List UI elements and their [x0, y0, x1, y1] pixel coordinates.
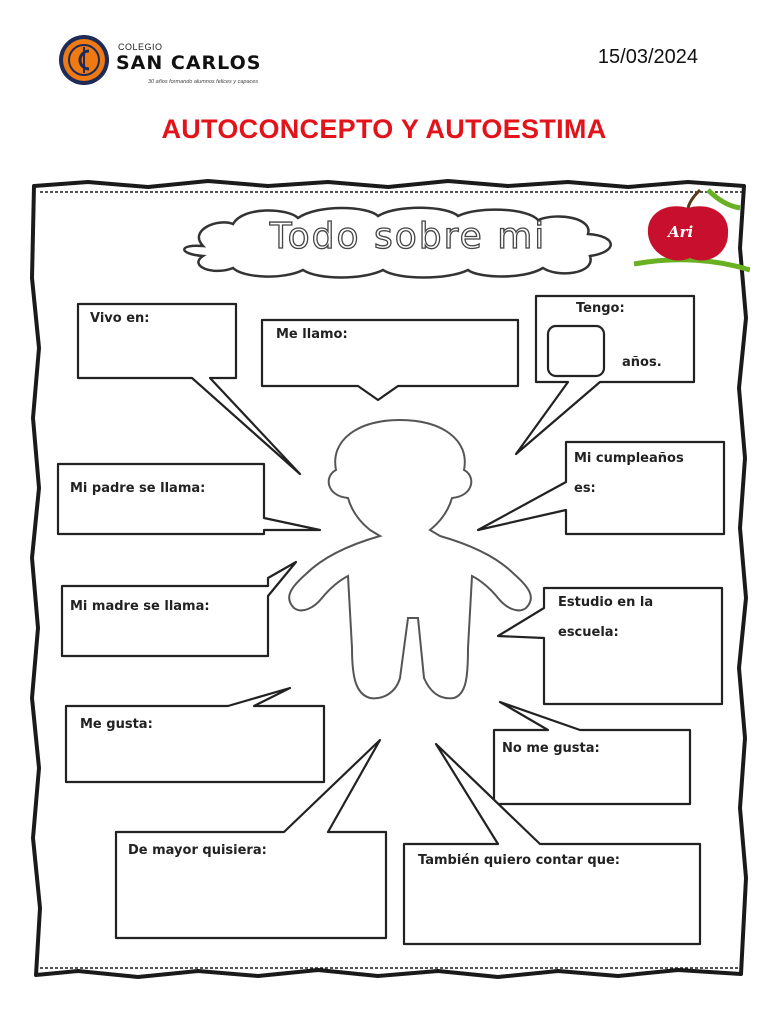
- badge-text: Ari: [668, 223, 694, 241]
- school-emblem-icon: [59, 35, 109, 85]
- bubble-estudio: [496, 586, 724, 706]
- prompt-tambien: También quiero contar que:: [418, 853, 620, 868]
- school-tagline: 30 años formando alumnos felices y capac…: [148, 79, 259, 85]
- school-name: SAN CARLOS: [116, 52, 262, 74]
- bubble-cumpleanos: [476, 440, 726, 536]
- bubble-tengo: [514, 294, 696, 456]
- prompt-cumpleanos-line1: Mi cumpleaños: [574, 451, 684, 466]
- prompt-madre: Mi madre se llama:: [70, 599, 210, 614]
- apple-logo-icon: [633, 188, 750, 273]
- title-cloud: [183, 206, 612, 279]
- worksheet-drawing: [30, 179, 750, 979]
- school-label-small: COLEGIO: [118, 42, 163, 52]
- prompt-cumpleanos-line2: es:: [574, 481, 596, 496]
- prompt-me-llamo: Me llamo:: [276, 327, 348, 342]
- prompt-estudio-line2: escuela:: [558, 625, 619, 640]
- page-title: AUTOCONCEPTO Y AUTOESTIMA: [161, 114, 607, 144]
- prompt-anos: años.: [622, 355, 662, 370]
- bubble-padre: [56, 462, 322, 536]
- prompt-tengo: Tengo:: [576, 301, 625, 316]
- bubble-vivo-en: [76, 302, 302, 476]
- prompt-mayor: De mayor quisiera:: [128, 843, 267, 858]
- prompt-padre: Mi padre se llama:: [70, 481, 206, 496]
- bubble-no-me-gusta: [492, 700, 692, 806]
- bubble-tambien: [402, 742, 702, 946]
- worksheet-title: Todo sobre mi: [269, 215, 547, 257]
- worksheet: Todo sobre mi Ari Vivo en: Me llamo: Ten…: [28, 178, 750, 980]
- age-input-box: [546, 324, 606, 378]
- document-date: 15/03/2024: [597, 46, 698, 68]
- worksheet-border: [30, 179, 748, 979]
- prompt-estudio-line1: Estudio en la: [558, 595, 654, 610]
- prompt-me-gusta: Me gusta:: [80, 717, 153, 732]
- bubble-me-gusta: [64, 686, 326, 784]
- bubble-madre: [60, 560, 298, 658]
- child-outline: [288, 418, 532, 700]
- bubble-mayor: [114, 738, 388, 940]
- prompt-vivo-en: Vivo en:: [90, 311, 150, 326]
- school-logo: COLEGIO SAN CARLOS 30 años formando alum…: [58, 34, 288, 88]
- prompt-no-me-gusta: No me gusta:: [502, 741, 600, 756]
- bubble-me-llamo: [260, 318, 520, 402]
